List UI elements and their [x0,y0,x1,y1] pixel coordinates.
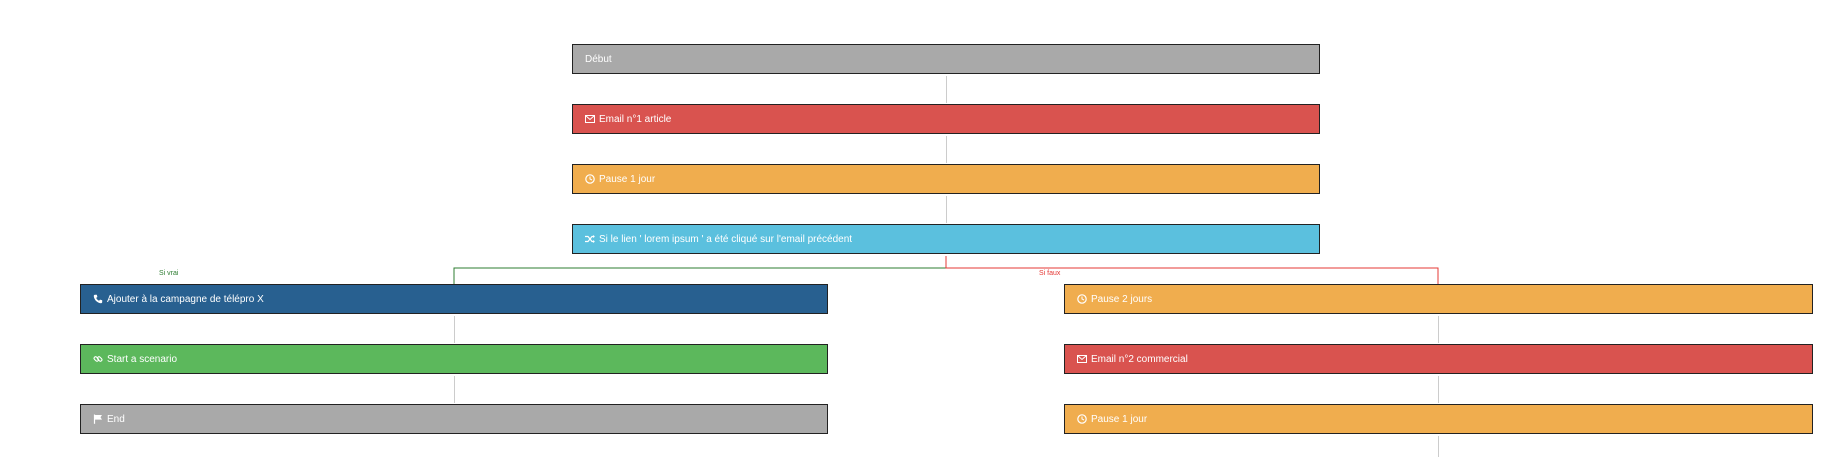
node-start-scenario[interactable]: Start a scenario [80,344,828,374]
branch-false-line [945,256,1439,284]
flag-icon [93,414,103,424]
node-email-1[interactable]: Email n°1 article [572,104,1320,134]
branch-false-label: Si faux [1039,270,1061,277]
node-label: Si le lien ' lorem ipsum ' a été cliqué … [599,233,853,245]
node-pause-2[interactable]: Pause 2 jours [1064,284,1813,314]
connector-true-2 [454,376,455,403]
link-icon [93,354,103,364]
node-email-2[interactable]: Email n°2 commercial [1064,344,1813,374]
random-icon [585,234,595,244]
connector-false-3 [1438,436,1439,457]
envelope-icon [585,114,595,124]
node-label: Email n°1 article [599,113,672,125]
node-start[interactable]: Début [572,44,1320,74]
clock-icon [1077,294,1087,304]
node-label: Email n°2 commercial [1091,353,1188,365]
node-label: Pause 1 jour [599,173,656,185]
node-phone-campaign[interactable]: Ajouter à la campagne de télépro X [80,284,828,314]
connector-main-3 [946,196,947,223]
phone-icon [93,294,103,304]
node-label: Pause 2 jours [1091,293,1153,305]
node-pause-3[interactable]: Pause 1 jour [1064,404,1813,434]
node-pause-1[interactable]: Pause 1 jour [572,164,1320,194]
branch-true-label: Si vrai [159,270,179,277]
connector-main-2 [946,136,947,163]
node-label: End [107,413,125,425]
node-label: Début [585,53,612,65]
node-label: Start a scenario [107,353,178,365]
connector-false-2 [1438,376,1439,403]
node-end[interactable]: End [80,404,828,434]
node-label: Ajouter à la campagne de télépro X [107,293,264,305]
clock-icon [585,174,595,184]
node-label: Pause 1 jour [1091,413,1148,425]
connector-true-1 [454,316,455,343]
clock-icon [1077,414,1087,424]
connector-main-1 [946,76,947,103]
envelope-icon [1077,354,1087,364]
node-condition[interactable]: Si le lien ' lorem ipsum ' a été cliqué … [572,224,1320,254]
connector-false-1 [1438,316,1439,343]
branch-true-line [453,256,947,284]
